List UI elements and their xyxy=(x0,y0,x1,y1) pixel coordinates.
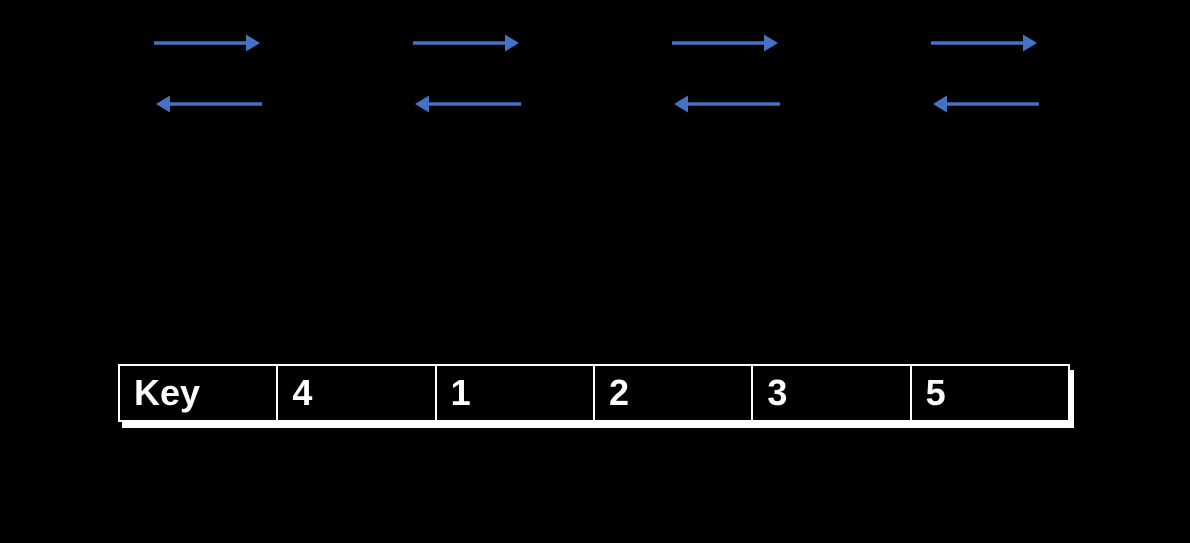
key-table: Key 4 1 2 3 5 xyxy=(118,364,1070,422)
left-arrow-icon xyxy=(933,94,1039,114)
right-arrow-icon xyxy=(154,33,260,53)
left-arrow-icon xyxy=(415,94,521,114)
left-arrow-icon xyxy=(156,94,262,114)
right-arrow-icon xyxy=(413,33,519,53)
key-header-cell: Key xyxy=(120,366,279,420)
right-arrow-icon xyxy=(931,33,1037,53)
key-cell: 4 xyxy=(278,366,437,420)
key-cell: 5 xyxy=(925,372,946,413)
key-cell: 2 xyxy=(595,366,754,420)
key-cell: 1 xyxy=(437,366,595,420)
left-arrow-icon xyxy=(674,94,780,114)
right-arrow-icon xyxy=(672,33,778,53)
key-cell: 3 xyxy=(753,366,912,420)
